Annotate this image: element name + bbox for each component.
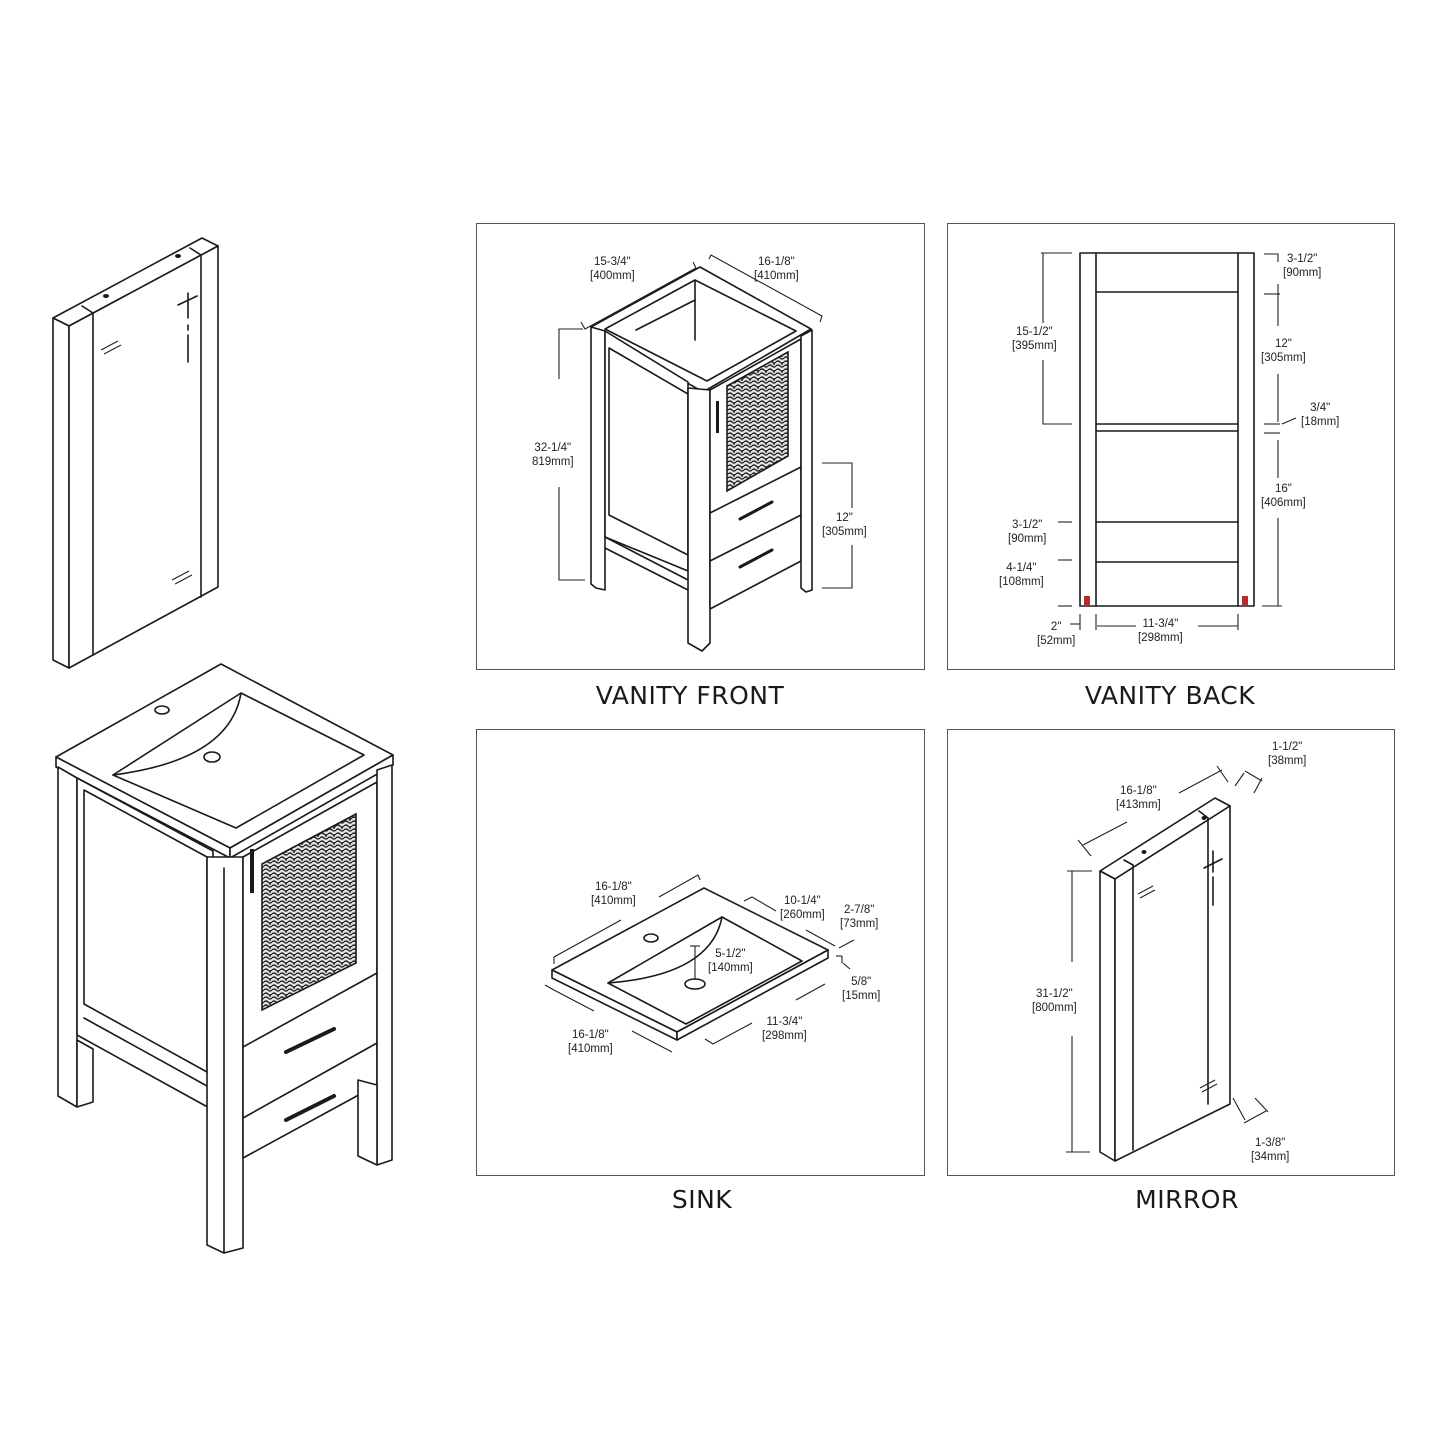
dim-mm: [413mm]	[1116, 799, 1161, 811]
mirror-height-label: 31-1/2" [800mm]	[1032, 987, 1077, 1015]
dim-inches: 12"	[835, 512, 853, 524]
dim-inches: 1-1/2"	[1272, 741, 1303, 753]
dim-inches: 16-1/8"	[572, 1029, 609, 1041]
vf-depth-label: 15-3/4" [400mm]	[590, 255, 635, 283]
dim-mm: 819mm]	[532, 456, 574, 468]
caption-vanity-back: VANITY BACK	[1084, 681, 1256, 710]
dim-mm: [52mm]	[1037, 635, 1076, 647]
mirror-depth-label: 1-1/2" [38mm]	[1268, 740, 1306, 768]
dim-inches: 16"	[1274, 483, 1292, 495]
dim-inches: 11-3/4"	[766, 1016, 803, 1028]
dim-mm: [406mm]	[1261, 497, 1306, 509]
dim-inches: 5-1/2"	[715, 948, 746, 960]
dim-mm: [305mm]	[1261, 352, 1306, 364]
dim-inches: 16-1/8"	[595, 881, 632, 893]
sink-bowl-depth-label: 10-1/4" [260mm]	[780, 894, 825, 922]
sink-bowl-width-label: 11-3/4" [298mm]	[762, 1015, 807, 1043]
vanity-back-drawing	[1041, 252, 1297, 630]
dim-mm: [410mm]	[754, 270, 799, 282]
mirror-illustration	[52, 237, 219, 669]
dim-mm: [298mm]	[762, 1030, 807, 1042]
dim-mm: [90mm]	[1283, 267, 1322, 279]
vanity-illustration	[55, 663, 394, 1254]
dim-inches: 3-1/2"	[1287, 253, 1318, 265]
sink-drain-label: 5-1/2" [140mm]	[708, 947, 753, 975]
vb-bottomrail-label: 3-1/2" [90mm]	[1008, 518, 1046, 546]
vb-leggap-label: 4-1/4" [108mm]	[999, 561, 1044, 589]
dim-mm: [395mm]	[1012, 340, 1057, 352]
dim-mm: [260mm]	[780, 909, 825, 921]
dim-mm: [298mm]	[1138, 632, 1183, 644]
dim-inches: 31-1/2"	[1036, 988, 1073, 1000]
dim-inches: 10-1/4"	[784, 895, 821, 907]
vb-shelf-label: 3/4" [18mm]	[1301, 401, 1339, 429]
dim-inches: 15-3/4"	[594, 256, 631, 268]
dim-mm: [73mm]	[840, 918, 879, 930]
mirror-drawing	[1066, 765, 1269, 1162]
dim-inches: 3/4"	[1310, 402, 1331, 414]
dim-mm: [15mm]	[842, 990, 881, 1002]
vb-toprail-label: 3-1/2" [90mm]	[1283, 252, 1321, 280]
dim-mm: [108mm]	[999, 576, 1044, 588]
dim-mm: [410mm]	[591, 895, 636, 907]
dim-mm: [140mm]	[708, 962, 753, 974]
vb-legwidth-label: 2" [52mm]	[1037, 620, 1075, 648]
dim-mm: [800mm]	[1032, 1002, 1077, 1014]
sink-width-front-label: 16-1/8" [410mm]	[568, 1028, 613, 1056]
dim-inches: 4-1/4"	[1006, 562, 1037, 574]
dim-inches: 32-1/4"	[534, 442, 572, 454]
caption-sink: SINK	[671, 1185, 733, 1214]
dim-mm: [18mm]	[1301, 416, 1340, 428]
dim-inches: 12"	[1274, 338, 1292, 350]
vb-lower-label: 16" [406mm]	[1261, 482, 1306, 510]
vf-width-label: 16-1/8" [410mm]	[754, 255, 799, 283]
sink-drawing	[544, 874, 855, 1053]
vanity-front-drawing	[558, 254, 853, 652]
dim-mm: [90mm]	[1008, 533, 1047, 545]
dim-inches: 2"	[1050, 621, 1062, 633]
dim-inches: 3-1/2"	[1012, 519, 1043, 531]
caption-mirror: MIRROR	[1135, 1185, 1239, 1214]
dim-inches: 5/8"	[851, 976, 872, 988]
mirror-width-label: 16-1/8" [413mm]	[1116, 784, 1161, 812]
dim-mm: [305mm]	[822, 526, 867, 538]
vf-drawers-label: 12" [305mm]	[822, 511, 867, 539]
dim-mm: [34mm]	[1251, 1151, 1290, 1163]
dim-inches: 11-3/4"	[1142, 618, 1179, 630]
vb-opening-label: 12" [305mm]	[1261, 337, 1306, 365]
sink-rim-label: 2-7/8" [73mm]	[840, 903, 878, 931]
dim-mm: [410mm]	[568, 1043, 613, 1055]
caption-vanity-front: VANITY FRONT	[595, 681, 785, 710]
dim-inches: 2-7/8"	[844, 904, 875, 916]
vb-upper-label: 15-1/2" [395mm]	[1012, 325, 1057, 353]
dim-inches: 16-1/8"	[758, 256, 795, 268]
sink-thickness-label: 5/8" [15mm]	[842, 975, 880, 1003]
vf-height-label: 32-1/4" 819mm]	[532, 441, 574, 469]
dim-inches: 15-1/2"	[1016, 326, 1053, 338]
vanity-back-panel	[947, 223, 1395, 670]
sink-depth-top-label: 16-1/8" [410mm]	[591, 880, 636, 908]
dim-mm: [400mm]	[590, 270, 635, 282]
dim-mm: [38mm]	[1268, 755, 1307, 767]
dim-inches: 1-3/8"	[1255, 1137, 1286, 1149]
vb-innerwidth-label: 11-3/4" [298mm]	[1138, 617, 1183, 645]
mirror-frame-label: 1-3/8" [34mm]	[1251, 1136, 1289, 1164]
dim-inches: 16-1/8"	[1120, 785, 1157, 797]
